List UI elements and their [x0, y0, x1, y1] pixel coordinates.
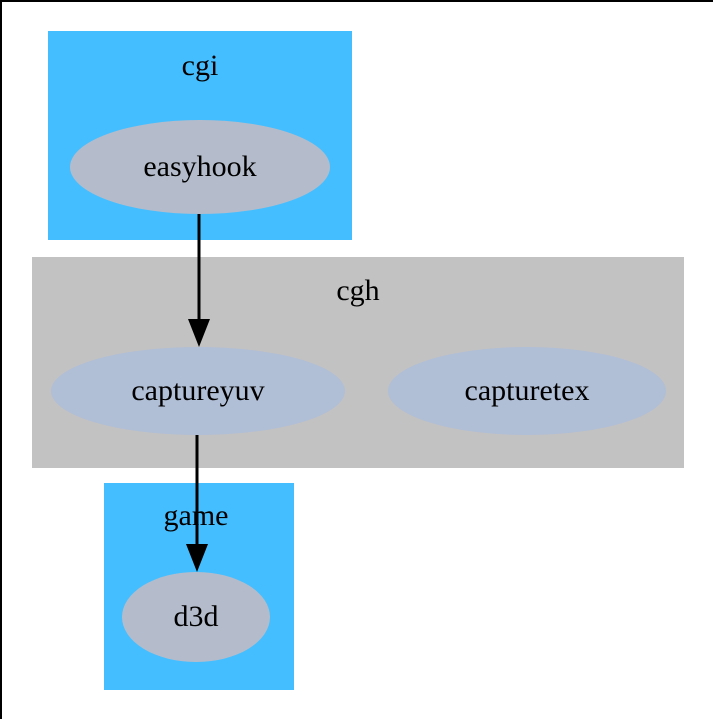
edge-easyhook-captureyuv[interactable]: [188, 214, 210, 347]
node-easyhook-ellipse[interactable]: [70, 120, 330, 214]
node-captureyuv-label: captureyuv: [131, 374, 264, 407]
edge-captureyuv-d3d[interactable]: [186, 435, 208, 572]
node-captureyuv-ellipse[interactable]: [51, 347, 345, 435]
node-capturetex[interactable]: capturetex: [388, 347, 666, 435]
node-easyhook[interactable]: easyhook: [70, 120, 330, 214]
node-captureyuv[interactable]: captureyuv: [51, 347, 345, 435]
cluster-cgi-label: cgi: [182, 49, 219, 82]
cluster-cgh-label: cgh: [336, 274, 379, 307]
node-capturetex-label: capturetex: [465, 374, 590, 407]
node-d3d[interactable]: d3d: [122, 572, 270, 662]
cluster-game-label: game: [164, 499, 229, 532]
node-d3d-ellipse[interactable]: [122, 572, 270, 662]
node-d3d-label: d3d: [174, 600, 219, 633]
edge-captureyuv-d3d-arrowhead: [186, 544, 208, 572]
edge-easyhook-captureyuv-arrowhead: [188, 319, 210, 347]
node-easyhook-label: easyhook: [143, 150, 256, 183]
node-capturetex-ellipse[interactable]: [388, 347, 666, 435]
